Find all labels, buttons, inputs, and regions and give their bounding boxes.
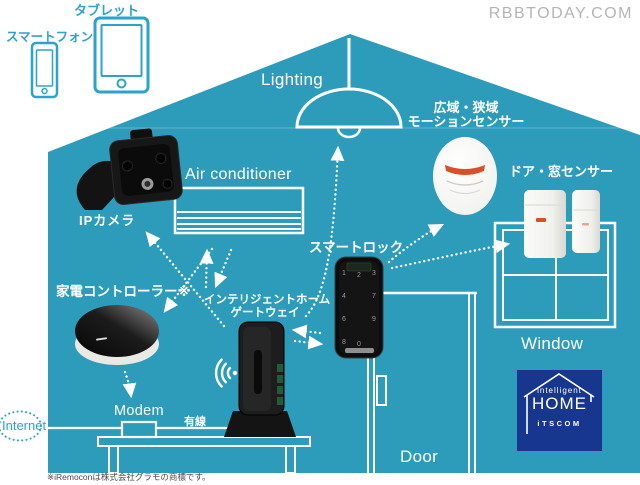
gateway-image [214, 321, 296, 437]
lock-key: 6 [342, 316, 346, 323]
air-conditioner-icon [173, 186, 305, 235]
internet-circle-icon [0, 410, 42, 442]
lock-key: 4 [342, 293, 346, 300]
ip-camera-image [76, 128, 183, 210]
door-handle-icon [376, 375, 387, 406]
gateway-label-line2: ゲートウェイ [230, 306, 300, 319]
logo-text-itscom: iTSCOM [537, 419, 582, 428]
watermark: RBBTODAY.COM [488, 5, 633, 22]
wifi-icon [214, 358, 238, 388]
tablet-icon [93, 16, 150, 94]
connection-arrows [122, 145, 511, 399]
smartphone-icon [30, 41, 59, 99]
modem-icon [120, 420, 158, 439]
smart-lock-label: スマートロック [309, 240, 404, 255]
motion-sensor-label-line1: 広域・狭域 [433, 100, 499, 115]
itscom-logo [517, 370, 602, 451]
window-label: Window [521, 334, 584, 353]
appliance-controller-label: 家電コントローラー※ [56, 284, 191, 299]
appliance-controller-image [75, 305, 159, 365]
wired-label: 有線 [184, 416, 206, 428]
smartphone-label: スマートフォン [6, 30, 94, 44]
gateway-label-line1: インテリジェントホーム [204, 294, 331, 306]
ip-camera-label: IPカメラ [79, 213, 136, 228]
lock-key: 7 [372, 293, 376, 300]
door-window-sensor-image [524, 190, 600, 258]
motion-sensor-label: 広域・狭域 モーションセンサー [395, 101, 537, 129]
tablet-label: タブレット [74, 3, 140, 18]
door-label: Door [400, 447, 439, 466]
lock-key: 1 [342, 270, 346, 277]
smart-lock-image: 1 2 3 4 7 6 9 8 0 [334, 256, 384, 359]
lock-key: 9 [372, 316, 376, 323]
door-icon [367, 291, 477, 473]
lock-key: 3 [372, 270, 376, 277]
motion-sensor-label-line2: モーションセンサー [407, 114, 525, 129]
lighting-label: Lighting [261, 70, 323, 89]
logo-text-intelligent: intelligent [537, 386, 582, 395]
lock-key: 0 [357, 341, 361, 348]
gateway-label: インテリジェントホーム ゲートウェイ [204, 294, 330, 319]
modem-label: Modem [114, 403, 164, 419]
table-icon [97, 436, 311, 474]
internet-label: Internet [2, 418, 47, 433]
door-window-sensor-label: ドア・窓センサー [509, 164, 614, 179]
lock-key: 8 [342, 339, 346, 346]
lighting-icon [295, 38, 403, 139]
footnote: ※iRemoconは株式会社グラモの商標です。 [47, 472, 211, 482]
logo-text-home: HOME [532, 394, 587, 413]
lock-key: 2 [357, 272, 361, 279]
air-conditioner-label: Air conditioner [185, 166, 292, 183]
motion-sensor-image [433, 137, 497, 215]
